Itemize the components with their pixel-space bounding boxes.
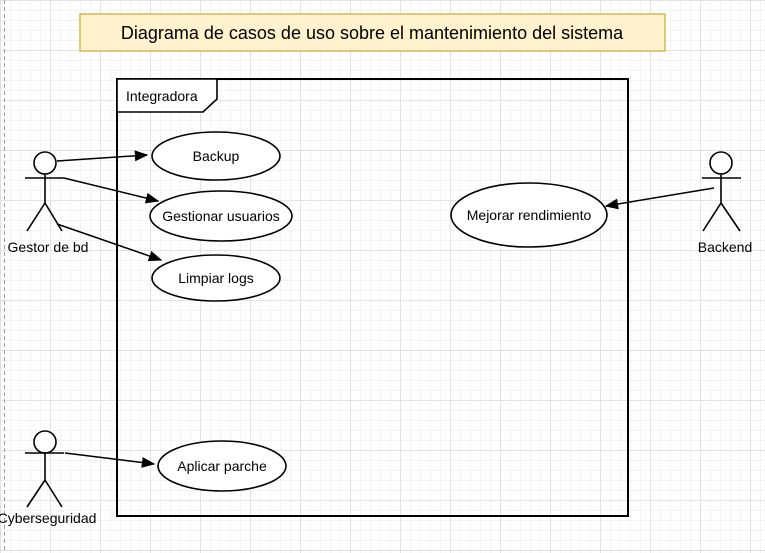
actor-backend-head[interactable] xyxy=(709,151,733,175)
connector-gestor-limpiar-logs[interactable] xyxy=(56,223,163,262)
usecase-aplicar-parche-ellipse[interactable] xyxy=(157,440,287,492)
actor-gestor-de-bd-head[interactable] xyxy=(33,151,57,175)
connector-gestor-backup[interactable] xyxy=(56,150,149,162)
usecase-mejorar-rendimiento[interactable]: Mejorar rendimiento xyxy=(450,182,608,248)
usecase-aplicar-parche-label: Aplicar parche xyxy=(177,458,267,474)
title-box-rect xyxy=(79,13,666,52)
system-boundary-tab[interactable] xyxy=(116,78,218,113)
system-boundary-label: Integradora xyxy=(126,88,198,104)
usecase-limpiar-logs[interactable]: Limpiar logs xyxy=(151,254,281,302)
system-boundary[interactable]: Integradora xyxy=(116,78,629,517)
actor-gestor-de-bd-label: Gestor de bd xyxy=(8,239,89,255)
usecase-gestionar-usuarios[interactable]: Gestionar usuarios xyxy=(149,190,293,242)
connector-gestor-gestionar-usuarios[interactable] xyxy=(63,177,160,204)
usecase-backup-label: Backup xyxy=(193,148,240,164)
system-boundary-rect[interactable] xyxy=(116,78,629,517)
actor-backend[interactable]: Backend xyxy=(698,151,752,255)
connector-backend-mejorar-rendimiento[interactable] xyxy=(604,187,715,210)
usecase-backup-ellipse[interactable] xyxy=(151,131,281,181)
usecase-limpiar-logs-ellipse[interactable] xyxy=(151,254,281,302)
actor-cyberseguridad[interactable]: Cyberseguridad xyxy=(0,430,96,526)
usecase-gestionar-usuarios-ellipse[interactable] xyxy=(149,190,293,242)
usecase-mejorar-rendimiento-ellipse[interactable] xyxy=(450,182,608,248)
connector-cyberseguridad-aplicar-parche[interactable] xyxy=(64,452,156,468)
usecase-gestionar-usuarios-label: Gestionar usuarios xyxy=(162,208,280,224)
actor-backend-label: Backend xyxy=(698,239,752,255)
actor-cyberseguridad-head[interactable] xyxy=(33,430,57,454)
diagram-title: Diagrama de casos de uso sobre el manten… xyxy=(121,23,624,43)
usecase-mejorar-rendimiento-label: Mejorar rendimiento xyxy=(467,207,592,223)
usecase-backup[interactable]: Backup xyxy=(151,131,281,181)
usecase-aplicar-parche[interactable]: Aplicar parche xyxy=(157,440,287,492)
actor-cyberseguridad-label: Cyberseguridad xyxy=(0,510,96,526)
usecase-limpiar-logs-label: Limpiar logs xyxy=(178,270,253,286)
actor-gestor-de-bd[interactable]: Gestor de bd xyxy=(8,151,89,255)
diagram-title-box[interactable]: Diagrama de casos de uso sobre el manten… xyxy=(79,13,666,52)
